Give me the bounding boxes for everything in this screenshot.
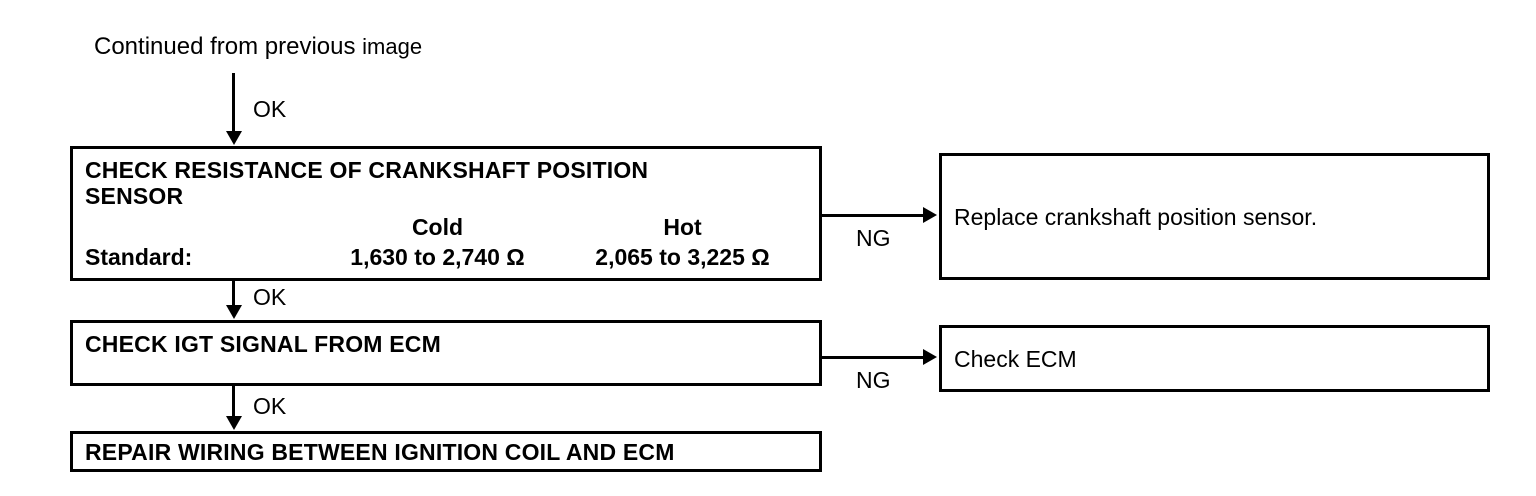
node-check-resistance-header: CHECK RESISTANCE OF CRANKSHAFT POSITION … [85,157,809,209]
spec-col-header-hot: Hot [663,214,702,240]
node-check-resistance-title: CHECK RESISTANCE OF CRANKSHAFT POSITION … [85,157,649,209]
spec-value-row: Standard: 1,630 to 2,740 Ω 2,065 to 3,22… [85,242,805,272]
node-check-ecm[interactable]: Check ECM [939,325,1490,392]
continued-from-previous-caption: Continued from previous image [94,33,422,61]
caption-lead-text: Continued from previous [94,33,356,60]
node-check-resistance[interactable]: CHECK RESISTANCE OF CRANKSHAFT POSITION … [70,146,822,281]
node-check-igt[interactable]: CHECK IGT SIGNAL FROM ECM [70,320,822,386]
connector-ng-2-line [822,356,925,359]
node-replace-sensor-body: Replace crankshaft position sensor. [954,156,1477,277]
node-check-igt-body: CHECK IGT SIGNAL FROM ECM [85,331,809,357]
connector-ok-3-arrowhead [226,416,242,430]
connector-ok-3-line [232,386,235,418]
caption-tail-text: image [362,34,423,59]
node-replace-sensor-title: Replace crankshaft position sensor. [954,203,1318,230]
node-check-ecm-body: Check ECM [954,328,1477,389]
node-repair-wiring-title: REPAIR WIRING BETWEEN IGNITION COIL AND … [85,438,675,465]
edge-label-ok-3: OK [253,393,287,419]
edge-label-ng-2: NG [856,367,891,393]
spec-value-cold: 1,630 to 2,740 Ω [350,244,525,270]
node-check-ecm-title: Check ECM [954,345,1077,372]
connector-ng-2-arrowhead [923,349,937,365]
connector-ok-2-line [232,281,235,308]
spec-col-header-cold: Cold [411,214,464,240]
connector-ng-1-line [822,214,925,217]
spec-row-label-standard: Standard: [85,244,193,270]
node-check-igt-title: CHECK IGT SIGNAL FROM ECM [85,331,441,357]
edge-label-ng-1: NG [856,225,891,251]
connector-ok-2-arrowhead [226,305,242,319]
connector-entry-arrowhead [226,131,242,145]
node-repair-wiring-body: REPAIR WIRING BETWEEN IGNITION COIL AND … [85,434,809,469]
edge-label-ok-1: OK [253,96,287,122]
connector-entry-line [232,73,235,133]
spec-value-hot: 2,065 to 3,225 Ω [595,244,770,270]
edge-label-ok-2: OK [253,284,287,310]
spec-header-spacer [85,212,315,242]
spec-header-row: Cold Hot [85,212,805,242]
node-repair-wiring[interactable]: REPAIR WIRING BETWEEN IGNITION COIL AND … [70,431,822,472]
resistance-spec-table: Cold Hot Standard: 1,630 to 2,740 Ω 2,06… [85,212,805,272]
connector-ng-1-arrowhead [923,207,937,223]
node-replace-sensor[interactable]: Replace crankshaft position sensor. [939,153,1490,280]
